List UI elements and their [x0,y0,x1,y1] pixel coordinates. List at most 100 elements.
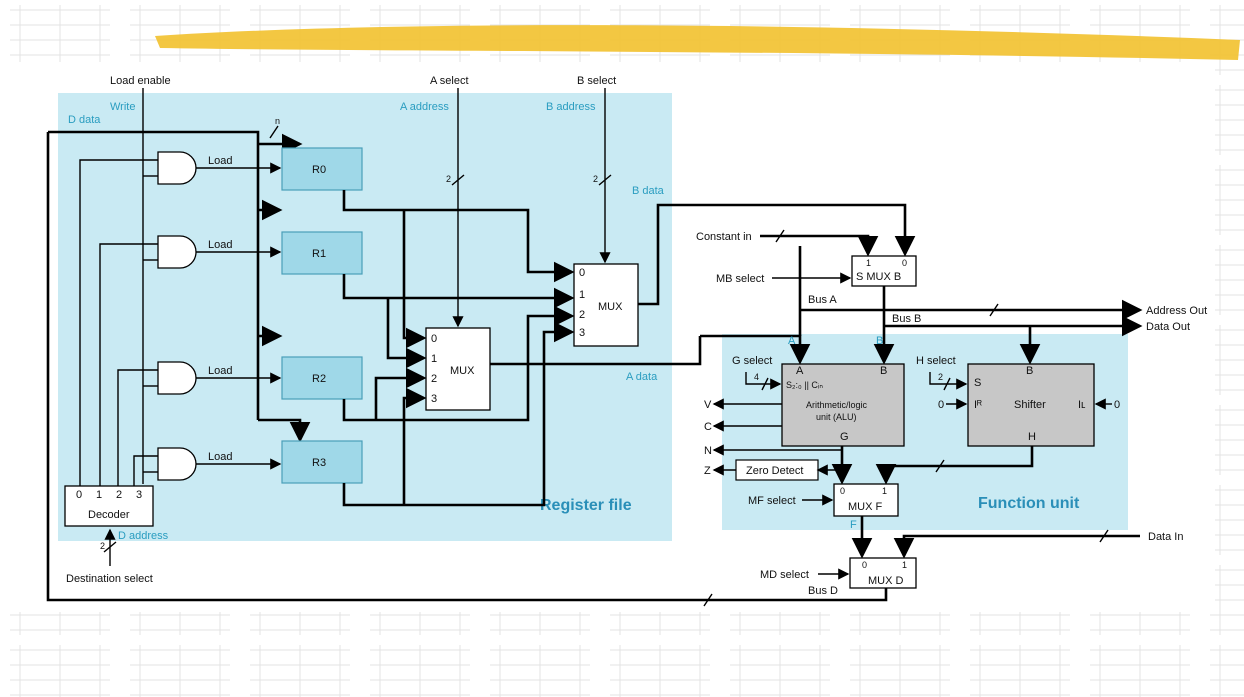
d-address-label: D address [118,530,169,542]
mux-b-input-1: 1 [866,258,871,268]
load-label-r2: Load [208,365,232,377]
address-out-slash [989,303,999,317]
shifter-to-muxf [875,446,1034,485]
bus-d-label: Bus D [808,585,838,597]
mux-a-in-0: 0 [431,333,437,345]
bus-d-feedback [46,132,888,602]
decoder-out-label-2: 2 [116,489,122,501]
d-data-label: D data [68,114,101,126]
r3-to-muxb [342,321,575,507]
mux-b-in-1: 1 [579,289,585,301]
shifter-zero-right: 0 [1114,399,1120,411]
data-out-label: Data Out [1146,321,1190,333]
data-in-label: Data In [1148,531,1183,543]
mux-a-box [425,327,491,411]
constant-in-label: Constant in [696,231,752,243]
h-select-slash [943,377,951,391]
alu-line1: Arithmetic/logic [806,400,868,410]
register-r3-label: R3 [312,457,326,469]
constant-in-wire [760,234,879,257]
alu-select-label: S₂:₀ || Cᵢₙ [786,380,823,390]
g-select-slash [761,377,769,391]
shifter-s-label: S [974,377,981,389]
r3-to-muxa [402,387,427,505]
decoder-out-1 [99,243,158,486]
constant-in-slash [775,229,785,243]
decoder-out-3 [133,455,158,486]
bus-a-tag: A [788,335,796,347]
mux-b-regfile-box [573,263,639,347]
shifter-zero-left: 0 [938,399,944,411]
g-select-width: 4 [754,372,759,382]
r0-to-muxa [402,210,427,349]
r1-to-muxa [386,298,427,369]
shifter-ir-label: Iᴿ [974,399,982,411]
mux-a-in-3: 3 [431,393,437,405]
flag-v-label: V [704,399,712,411]
decoder-box [64,485,154,527]
d-data-bus [48,130,260,420]
bus-d-slash [703,593,713,607]
h-select-wire [929,372,968,390]
mux-b-in-0: 0 [579,267,585,279]
r2-to-muxb [342,305,575,422]
background-schematic-right [1215,62,1244,612]
mux-f-box [833,483,899,517]
mux-f-in-1: 1 [882,486,887,496]
b-data-label: B data [632,185,665,197]
mux-d-box [849,557,917,589]
shifter-il-label: Iʟ [1078,399,1086,411]
register-r0 [281,147,363,191]
d-data-width-slash [269,125,279,139]
mux-b-in-3: 3 [579,327,585,339]
g-select-label: G select [732,355,772,367]
background-schematic-bottom [0,612,1244,697]
decoder-out-label-3: 3 [136,489,142,501]
r1-to-muxb [342,274,575,309]
bus-b-tag: B [876,335,883,347]
b-select-width: 2 [593,174,598,184]
data-in-slash [1099,529,1109,543]
decoder-out-0 [79,159,158,486]
mux-a-in-1: 1 [431,353,437,365]
decoder-out-2 [117,369,158,486]
load-label-r0: Load [208,155,232,167]
decoder-out-label-1: 1 [96,489,102,501]
b-select-label: B select [577,75,616,87]
load-enable-label: Load enable [110,75,171,87]
destination-select-slash [103,541,117,553]
and-gate-r1 [157,235,197,269]
and-gate-r3 [157,447,197,481]
alu-a-label: A [796,365,804,377]
load-label-r3: Load [208,451,232,463]
a-select-label: A select [430,75,469,87]
register-file-title: Register file [540,497,632,514]
alu-b-label: B [880,365,887,377]
destination-select-label: Destination select [66,573,153,585]
mux-b-input-0: 0 [902,258,907,268]
a-select-width: 2 [446,174,451,184]
md-select-label: MD select [760,569,809,581]
flag-n-label: N [704,445,712,457]
a-data-out [490,336,702,366]
function-unit-title: Function unit [978,495,1080,512]
mux-d-in-0: 0 [862,560,867,570]
h-select-width: 2 [938,372,943,382]
highlighter-stroke [155,25,1240,60]
register-r2 [281,356,363,400]
shifter-box [967,363,1095,447]
a-select-slash [451,174,465,186]
flag-c-label: C [704,421,712,433]
r2-to-muxa [374,367,427,420]
mb-select-label: MB select [716,273,764,285]
alu-line2: unit (ALU) [816,412,857,422]
h-select-label: H select [916,355,956,367]
load-label-r1: Load [208,239,232,251]
mux-f-out-tag: F [850,519,857,531]
write-label: Write [110,101,135,113]
mux-f-in-0: 0 [840,486,845,496]
d-data-width-label: n [275,116,280,126]
and-gate-r0 [157,151,197,185]
address-out-label: Address Out [1146,305,1207,317]
